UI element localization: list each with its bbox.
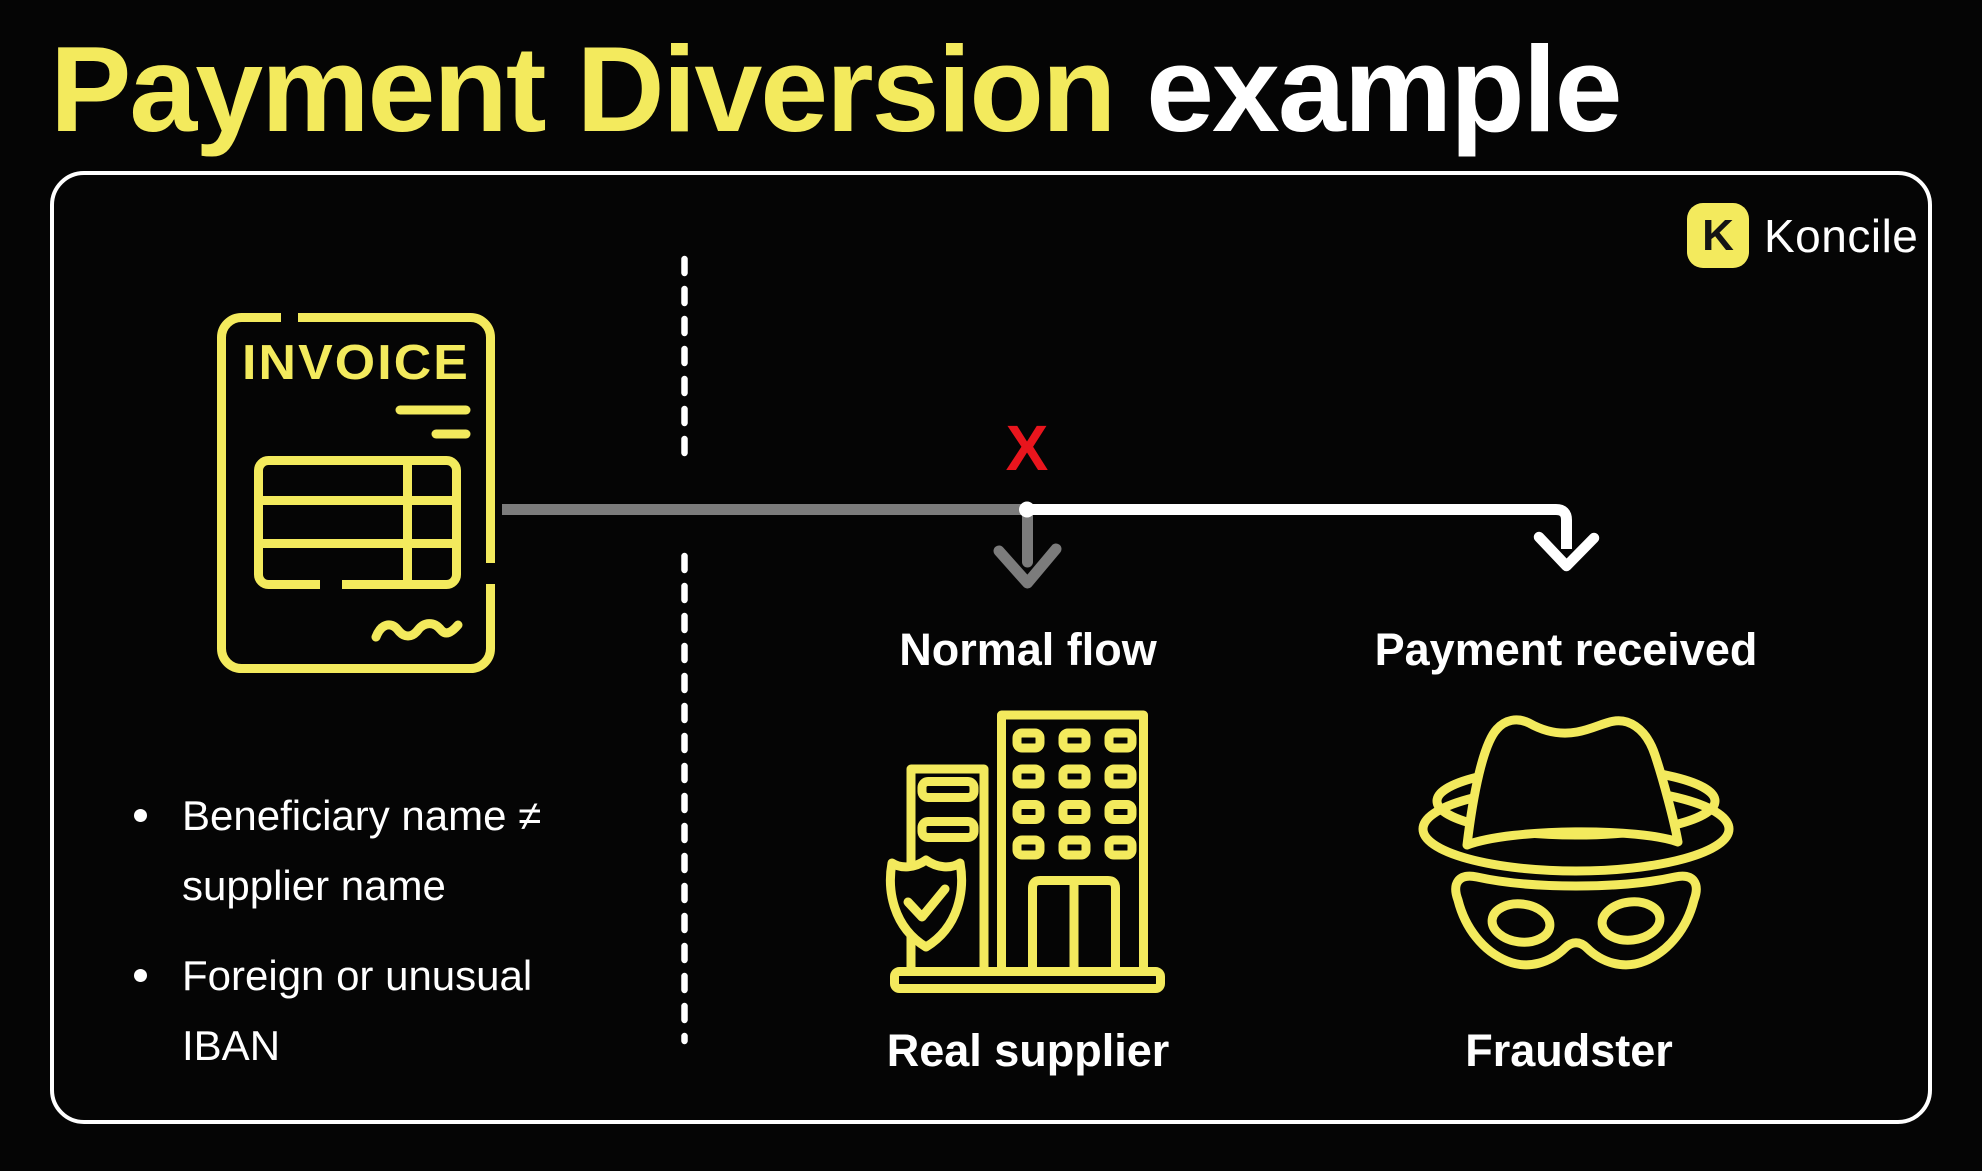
red-flag-text: Foreign or unusual IBAN xyxy=(182,941,532,1081)
invoice-outline xyxy=(217,313,495,673)
building-window xyxy=(1104,728,1137,753)
invoice-label: INVOICE xyxy=(242,336,470,390)
normal-flow-label: Normal flow xyxy=(899,624,1157,675)
normal-flow-arrowhead xyxy=(993,543,1062,589)
flow-connectors xyxy=(502,501,1600,589)
fraudster-label: Fraudster xyxy=(1465,1025,1673,1076)
building-window xyxy=(1012,835,1045,860)
building-window xyxy=(1104,800,1137,824)
mask-eye-right xyxy=(1597,897,1665,945)
list-item: Beneficiary name ≠ supplier name xyxy=(134,781,734,921)
page-title-highlight: Payment Diversion xyxy=(50,21,1116,157)
red-flag-line: Beneficiary name ≠ xyxy=(182,792,542,839)
building-window xyxy=(1012,728,1045,753)
list-item: Foreign or unusual IBAN xyxy=(134,941,734,1081)
brand-name: Koncile xyxy=(1764,209,1919,262)
building-window xyxy=(1058,728,1091,753)
office-building-shield-icon xyxy=(885,710,1165,993)
payment-received-label: Payment received xyxy=(1374,624,1758,675)
koncile-logo-icon: K xyxy=(1687,203,1749,268)
hat-crown xyxy=(1462,715,1683,850)
flow-junction-dot xyxy=(1019,501,1035,518)
red-flag-text: Beneficiary name ≠ supplier name xyxy=(182,781,541,921)
shield-icon xyxy=(885,855,967,952)
page-title-rest: example xyxy=(1146,21,1622,157)
shield-checkmark xyxy=(903,884,950,922)
invoice-document-icon: INVOICE xyxy=(217,310,498,673)
building-window xyxy=(1058,764,1091,789)
building-window xyxy=(1058,800,1091,824)
brand-logo: K Koncile xyxy=(1687,203,1918,268)
red-flag-line: supplier name xyxy=(182,862,446,909)
invoice-signature-squiggle xyxy=(371,619,463,642)
building-left-window-1 xyxy=(917,777,979,802)
building-base xyxy=(890,967,1165,993)
bullet-icon xyxy=(134,809,147,822)
content-frame xyxy=(50,171,1932,1124)
building-window xyxy=(1012,764,1045,789)
mask-eye-left xyxy=(1487,899,1555,947)
blocked-x-marker: X xyxy=(1005,412,1049,484)
spy-hat-mask-icon xyxy=(1418,715,1734,970)
diverted-flow-arrowhead xyxy=(1533,531,1600,572)
building-right-tower xyxy=(997,710,1148,976)
real-supplier-label: Real supplier xyxy=(886,1025,1170,1076)
building-window xyxy=(1104,835,1137,860)
bullet-icon xyxy=(134,969,147,982)
building-window xyxy=(1058,835,1091,860)
diverted-flow-line xyxy=(1027,504,1572,549)
red-flag-line: Foreign or unusual xyxy=(182,952,533,999)
building-window xyxy=(1104,764,1137,789)
red-flag-line: IBAN xyxy=(182,1022,281,1069)
red-flag-list: Beneficiary name ≠ supplier name Foreign… xyxy=(134,781,734,1081)
building-left-window-2 xyxy=(917,817,979,842)
invoice-table xyxy=(254,456,461,589)
building-window xyxy=(1012,800,1045,824)
